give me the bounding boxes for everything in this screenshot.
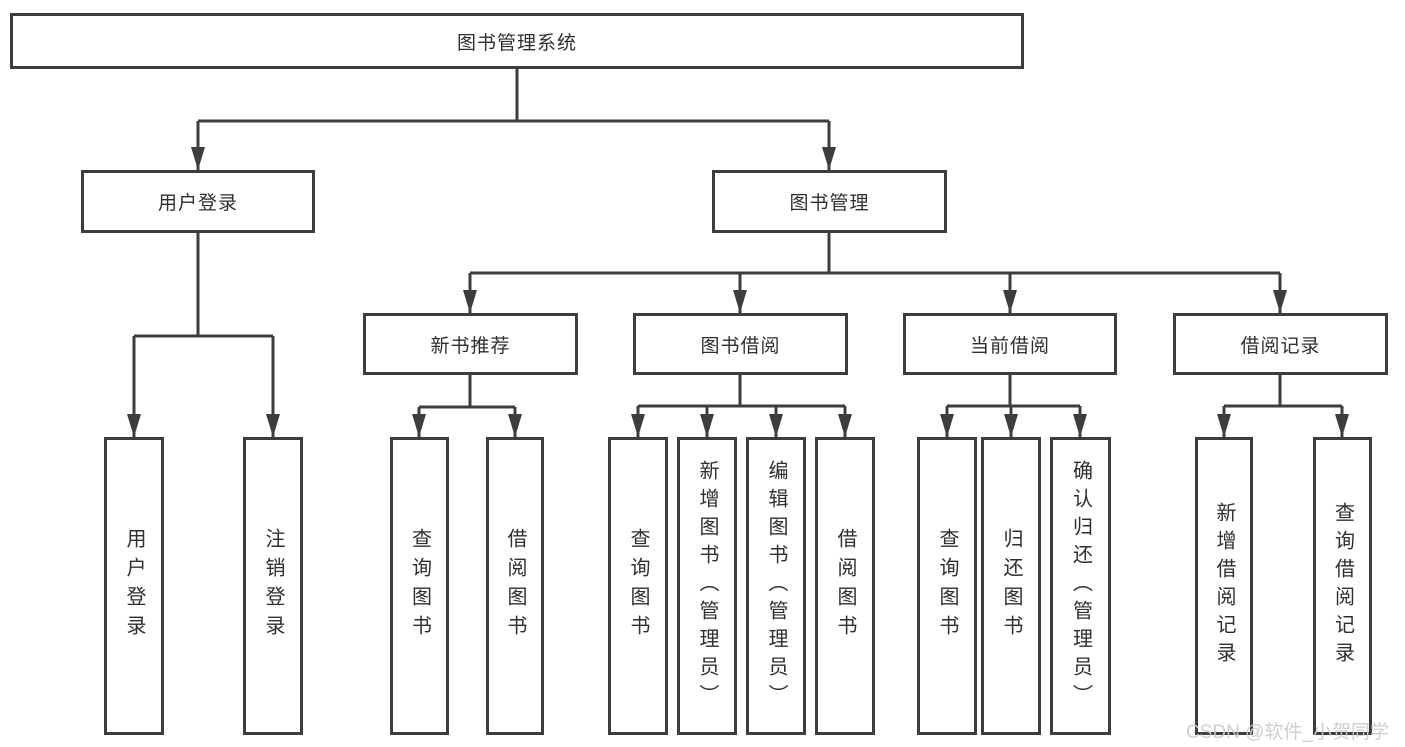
node-query-books-current: 查询图书	[917, 437, 977, 735]
node-label: 用户登录	[123, 528, 145, 644]
node-current-borrowing: 当前借阅	[903, 313, 1117, 375]
node-label: 查询借阅记录	[1331, 502, 1354, 670]
node-label: 查询图书	[627, 528, 649, 644]
node-label: 当前借阅	[969, 335, 1050, 357]
node-add-book-admin: 新增图书（管理员）	[677, 437, 737, 735]
node-label: 新书推荐	[430, 335, 511, 357]
node-label: 归还图书	[1000, 528, 1022, 644]
node-label: 借阅图书	[834, 528, 856, 644]
node-add-borrow-record: 新增借阅记录	[1195, 437, 1253, 735]
node-user-login-leaf: 用户登录	[104, 437, 164, 735]
node-confirm-return-admin: 确认归还（管理员）	[1050, 437, 1111, 735]
node-label: 新增图书（管理员）	[696, 460, 718, 712]
node-query-books-borrowing: 查询图书	[608, 437, 668, 735]
node-label: 用户登录	[157, 193, 238, 214]
node-label: 注销登录	[262, 528, 284, 644]
node-query-borrow-record: 查询借阅记录	[1313, 437, 1372, 735]
node-label: 图书借阅	[700, 335, 781, 357]
node-label: 确认归还（管理员）	[1069, 460, 1092, 712]
node-borrow-books-recommend: 借阅图书	[486, 437, 544, 735]
node-label: 查询图书	[936, 528, 958, 644]
node-label: 新增借阅记录	[1213, 502, 1235, 670]
csdn-watermark: CSDN @软件_小贺同学	[1186, 722, 1389, 743]
node-label: 图书管理系统	[456, 32, 577, 54]
node-borrowing-records: 借阅记录	[1173, 313, 1388, 375]
node-user-login: 用户登录	[81, 170, 315, 233]
node-label: 借阅记录	[1240, 335, 1321, 357]
node-borrow-books-leaf: 借阅图书	[815, 437, 875, 735]
node-library-management-system: 图书管理系统	[10, 13, 1024, 69]
node-label: 借阅图书	[504, 528, 526, 644]
node-edit-book-admin: 编辑图书（管理员）	[746, 437, 806, 735]
node-logout: 注销登录	[243, 437, 303, 735]
node-new-book-recommend: 新书推荐	[363, 313, 578, 375]
node-label: 编辑图书（管理员）	[765, 460, 787, 712]
node-query-books-recommend: 查询图书	[390, 437, 449, 735]
node-book-management: 图书管理	[712, 170, 947, 233]
node-label: 图书管理	[789, 193, 870, 214]
node-label: 查询图书	[408, 528, 431, 644]
arrowheads	[127, 147, 1349, 437]
node-book-borrowing: 图书借阅	[633, 313, 848, 375]
node-return-books: 归还图书	[981, 437, 1041, 735]
